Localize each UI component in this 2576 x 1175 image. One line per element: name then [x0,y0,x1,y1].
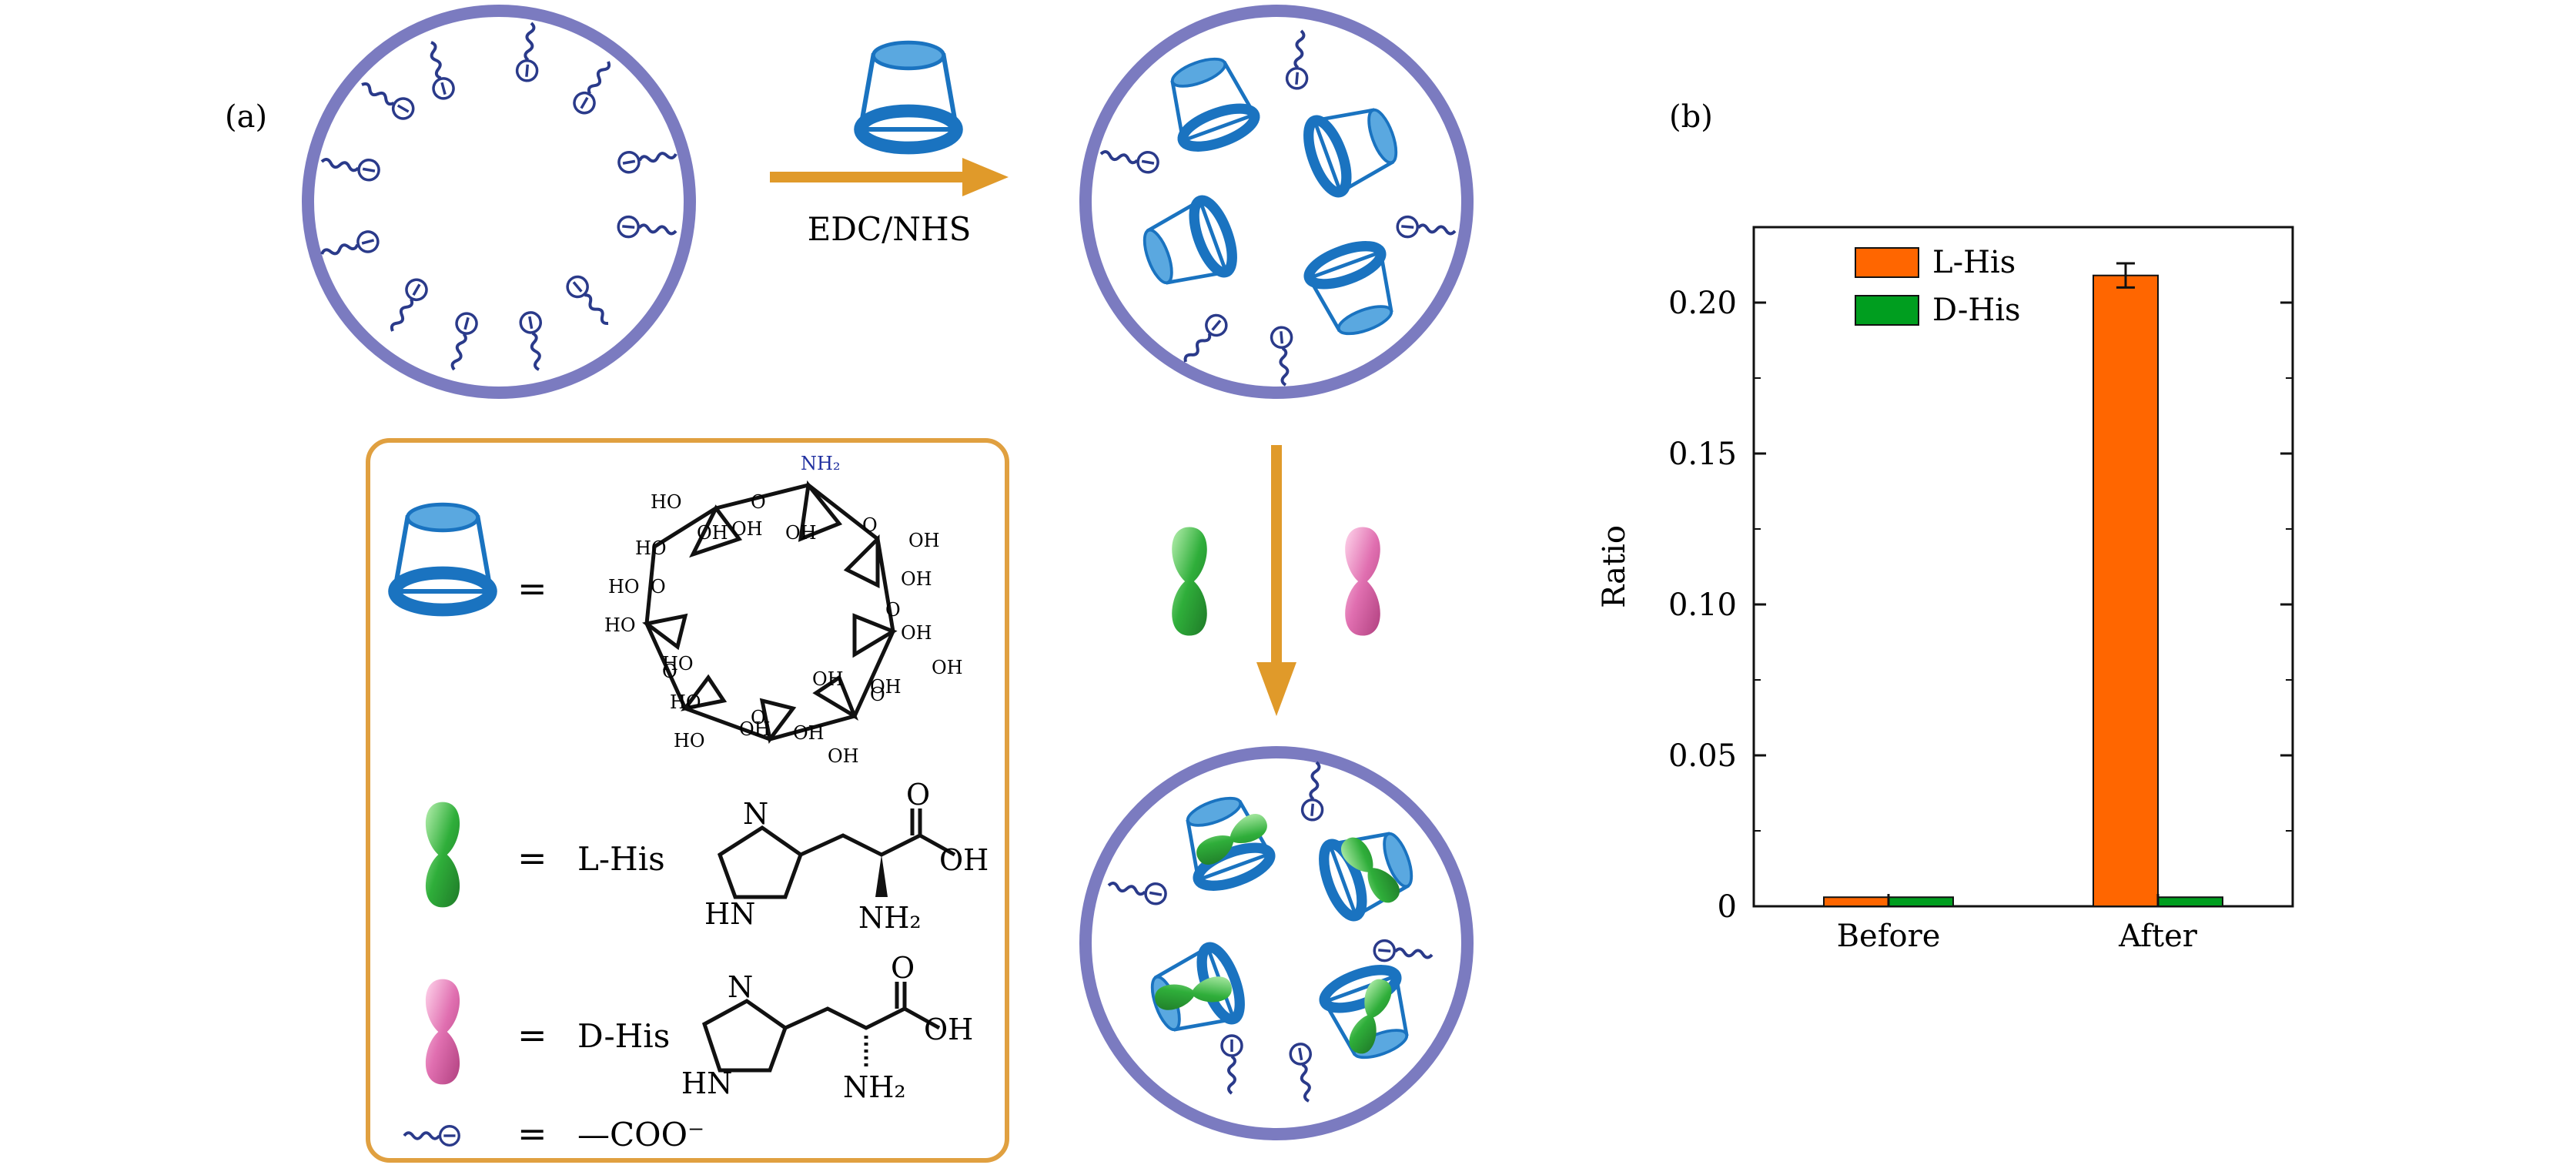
svg-text:OH: OH [932,657,963,678]
carboxylate-label: —COO⁻ [577,1116,704,1153]
bar-l-his-before [1823,896,1889,907]
svg-text:OH: OH [697,522,728,544]
cyclodextrin-labels: NH₂ HO OH OH OH OH HO OH HO OH HO OH HO … [604,453,963,767]
svg-text:NH₂: NH₂ [858,901,922,935]
svg-text:O: O [751,491,766,513]
svg-text:O: O [870,684,885,705]
legend-box [366,438,1009,1163]
panel-a-label: (a) [225,99,267,135]
y-tick-label: 0 [1718,889,1737,925]
svg-text:O: O [651,576,666,598]
d-his-labels: N HN NH₂ O OH [681,951,973,1104]
l-his-labels: N HN NH₂ O OH [704,778,989,935]
svg-text:NH₂: NH₂ [843,1070,906,1104]
svg-text:HO: HO [662,653,694,675]
svg-text:O: O [885,599,901,621]
x-tick-label: Before [1837,919,1941,954]
legend-eq-coo: = [517,1113,547,1154]
svg-text:HO: HO [635,537,667,559]
svg-text:OH: OH [785,522,817,544]
legend-label-l-his: L-His [1932,245,2016,280]
y-tick-label: 0.10 [1668,588,1737,623]
svg-text:N: N [743,797,768,831]
y-axis-label: Ratio [1597,525,1632,608]
reaction-arrow-1 [770,42,1009,196]
reagent-label: EDC/NHS [808,210,972,248]
svg-text:O: O [662,661,677,682]
svg-text:OH: OH [924,1013,973,1046]
svg-text:O: O [906,778,930,812]
svg-text:OH: OH [793,722,825,744]
legend-eq-lhis: = [517,837,547,879]
legend-eq-dhis: = [517,1014,547,1056]
y-tick-label: 0.20 [1668,286,1737,321]
l-his-structure [717,808,956,899]
legend-swatch-l-his [1855,247,1919,278]
plot-frame [1752,226,2294,908]
svg-text:HN: HN [681,1066,732,1100]
cyclodextrin-structure [642,480,898,744]
l-his-label: L-His [577,840,665,878]
legend-label-d-his: D-His [1932,293,2021,328]
svg-text:HO: HO [608,576,640,598]
y-tick-label: 0.15 [1668,437,1737,472]
x-tick-label: After [2118,919,2198,954]
svg-text:OH: OH [739,718,771,740]
panel-b-label: (b) [1669,99,1713,135]
svg-text:NH₂: NH₂ [801,453,841,474]
svg-text:OH: OH [901,568,932,590]
svg-text:HO: HO [674,730,705,752]
particle-cd-grafted [1079,5,1474,399]
svg-text:HN: HN [704,897,755,931]
svg-text:N: N [728,970,753,1004]
svg-text:OH: OH [939,843,989,877]
svg-text:OH: OH [901,622,932,644]
svg-text:OH: OH [812,668,844,690]
svg-text:OH: OH [731,518,763,540]
d-his-structure [701,982,941,1073]
svg-text:O: O [751,707,766,728]
bar-l-his-after [2093,274,2159,908]
particle-bare [302,5,696,399]
d-his-label: D-His [577,1017,670,1055]
legend-swatch-d-his [1855,295,1919,326]
svg-text:OH: OH [828,745,859,767]
svg-text:O: O [891,951,915,985]
svg-text:OH: OH [908,530,940,551]
bar-d-his-after [2157,896,2223,907]
particle-his-bound [1079,746,1474,1140]
svg-text:HO: HO [604,614,636,636]
svg-text:OH: OH [870,676,902,698]
reaction-arrow-2 [1172,445,1380,716]
svg-text:HO: HO [651,491,682,513]
svg-text:HO: HO [670,691,701,713]
legend-eq-cd: = [517,567,547,609]
bar-d-his-before [1888,896,1954,907]
y-tick-label: 0.05 [1668,738,1737,774]
svg-text:O: O [862,514,878,536]
